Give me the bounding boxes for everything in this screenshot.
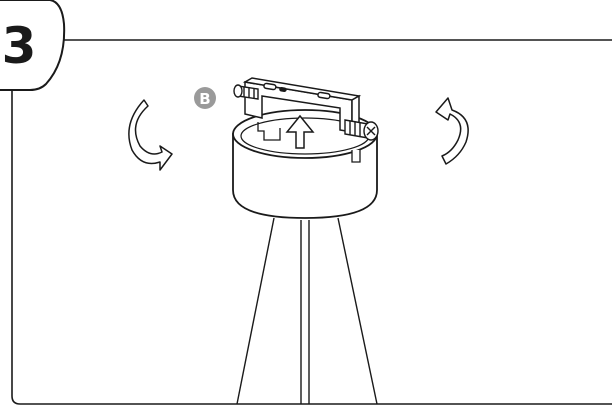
part-label-b: B [194, 87, 216, 109]
step-number: 3 [2, 17, 37, 75]
rotate-counterclockwise-arrow-icon [128, 99, 173, 171]
rotate-clockwise-arrow-icon [435, 97, 469, 165]
lamp-legs [236, 217, 378, 405]
right-screw [344, 119, 379, 141]
step-badge: 3 [0, 0, 66, 91]
left-screw [233, 84, 259, 100]
part-label-letter: B [199, 90, 210, 108]
canopy-cup [232, 109, 378, 219]
panel-frame [11, 39, 612, 405]
up-arrow-icon [285, 114, 315, 149]
